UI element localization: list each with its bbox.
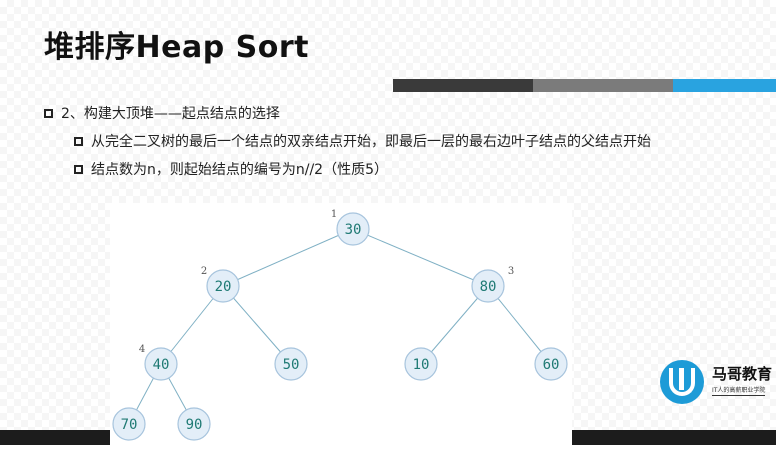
brand-logo: 马哥教育 IT人的高薪职业学院 — [660, 360, 776, 410]
tree-node — [274, 347, 308, 381]
tree-node-value: 50 — [283, 357, 300, 373]
tree-node — [177, 407, 211, 441]
tree-edge — [420, 285, 489, 365]
logo-slogan: IT人的高薪职业学院 — [712, 387, 766, 396]
tree-node — [144, 347, 178, 381]
tree-node-value: 70 — [121, 417, 138, 433]
bullet-level1: 2、构建大顶堆——起点结点的选择 — [44, 103, 280, 123]
header-bar-blue — [673, 79, 776, 92]
tree-node-index: 3 — [508, 266, 514, 277]
tree-node-value: 30 — [345, 222, 362, 238]
tree-node — [404, 347, 438, 381]
tree-node — [112, 407, 146, 441]
tree-node — [471, 269, 505, 303]
tree-node-value: 10 — [413, 357, 430, 373]
tree-edge — [352, 228, 489, 287]
header-bar-dark — [393, 79, 533, 92]
tree-node-index: 1 — [331, 209, 337, 220]
bullet-text: 2、构建大顶堆——起点结点的选择 — [61, 106, 280, 122]
bullet-text: 结点数为n，则起始结点的编号为n//2（性质5） — [91, 162, 388, 178]
tree-edge — [160, 285, 224, 365]
tree-node-index: 4 — [139, 344, 145, 355]
slide-title: 堆排序Heap Sort — [44, 30, 309, 65]
logo-circle-icon — [660, 360, 704, 404]
binary-tree-diagram: 30 1 20 2 80 3 40 4 50 10 60 70 90 — [112, 209, 568, 441]
bullet-level2: 结点数为n，则起始结点的编号为n//2（性质5） — [74, 159, 388, 179]
logo-name: 马哥教育 — [712, 365, 773, 383]
tree-node-value: 60 — [543, 357, 560, 373]
tree-edge — [487, 285, 552, 365]
tree-node-value: 90 — [186, 417, 203, 433]
tree-edge — [222, 285, 292, 365]
bullet-text: 从完全二叉树的最后一个结点的双亲结点开始，即最后一层的最右边叶子结点的父结点开始 — [91, 134, 651, 150]
tree-node — [534, 347, 568, 381]
bullet-square-icon — [74, 136, 83, 146]
bullet-square-icon — [44, 108, 53, 118]
tree-panel: 30 1 20 2 80 3 40 4 50 10 60 70 90 — [110, 203, 572, 445]
tree-node — [206, 269, 240, 303]
tree-node-value: 80 — [480, 279, 497, 295]
tree-node-value: 20 — [215, 279, 232, 295]
bullet-level2: 从完全二叉树的最后一个结点的双亲结点开始，即最后一层的最右边叶子结点的父结点开始 — [74, 131, 651, 151]
header-bar-gray — [533, 79, 673, 92]
tree-node — [336, 212, 370, 246]
tree-edge — [222, 228, 354, 287]
tree-node-index: 2 — [201, 266, 207, 277]
bullet-square-icon — [74, 164, 83, 174]
tree-node-value: 40 — [153, 357, 170, 373]
